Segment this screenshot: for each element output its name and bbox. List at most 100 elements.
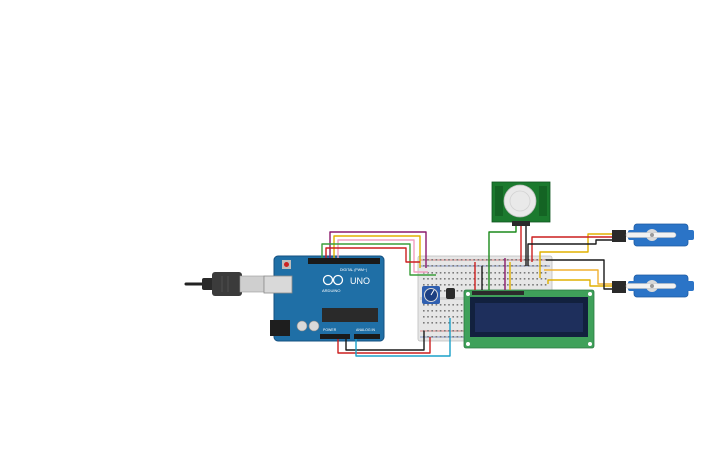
potentiometer[interactable] bbox=[422, 286, 440, 304]
breadboard-hole bbox=[460, 304, 463, 306]
wires bbox=[321, 226, 612, 357]
breadboard-hole bbox=[477, 272, 480, 274]
breadboard-hole bbox=[448, 278, 450, 280]
breadboard-hole bbox=[427, 272, 429, 274]
breadboard-hole bbox=[544, 272, 547, 274]
wire-red-2[interactable] bbox=[337, 337, 431, 354]
breadboard-hole bbox=[498, 284, 501, 286]
breadboard-hole bbox=[477, 284, 480, 286]
breadboard-hole bbox=[494, 284, 496, 286]
breadboard-hole bbox=[486, 259, 488, 261]
breadboard-hole bbox=[477, 278, 480, 280]
breadboard-hole bbox=[456, 265, 459, 267]
breadboard-hole bbox=[465, 265, 467, 267]
breadboard-hole bbox=[435, 316, 438, 318]
breadboard-hole bbox=[456, 304, 459, 306]
wire-purple[interactable] bbox=[329, 231, 427, 268]
digital-pin-header[interactable] bbox=[308, 258, 380, 264]
breadboard-hole bbox=[511, 272, 513, 274]
breadboard-hole bbox=[460, 322, 463, 324]
breadboard-hole bbox=[519, 284, 522, 286]
breadboard-hole bbox=[444, 304, 446, 306]
arduino-uno-board[interactable]: UNO ARDUINO DIGITAL (PWM~) POWER ANALOG … bbox=[263, 255, 385, 342]
breadboard-hole bbox=[460, 330, 463, 332]
breadboard-hole bbox=[448, 304, 450, 306]
breadboard-hole bbox=[435, 330, 438, 332]
wire-black-1[interactable] bbox=[345, 331, 425, 351]
wire-red-1[interactable] bbox=[325, 247, 420, 263]
wire-black-servo2[interactable] bbox=[546, 259, 612, 290]
breadboard-hole bbox=[435, 265, 438, 267]
wire-black-servo1[interactable] bbox=[527, 239, 612, 266]
breadboard-hole bbox=[465, 278, 467, 280]
breadboard-hole bbox=[431, 284, 433, 286]
breadboard-hole bbox=[528, 259, 530, 261]
power-pin-header[interactable] bbox=[320, 334, 350, 339]
breadboard-hole bbox=[439, 265, 442, 267]
breadboard-hole bbox=[515, 272, 517, 274]
breadboard-hole bbox=[494, 272, 496, 274]
breadboard-hole bbox=[540, 265, 543, 267]
breadboard-hole bbox=[469, 259, 471, 261]
wire-red-servo1[interactable] bbox=[531, 236, 612, 262]
breadboard-hole bbox=[519, 278, 522, 280]
wire-orange-servo2[interactable] bbox=[544, 269, 612, 285]
servo-motor-2[interactable] bbox=[612, 274, 694, 298]
breadboard-hole bbox=[498, 265, 501, 267]
breadboard-hole bbox=[532, 272, 534, 274]
breadboard-hole bbox=[523, 259, 526, 261]
breadboard-hole bbox=[427, 322, 429, 324]
breadboard-hole bbox=[528, 272, 530, 274]
breadboard-hole bbox=[460, 272, 463, 274]
breadboard-hole bbox=[431, 330, 433, 332]
breadboard-hole bbox=[502, 259, 505, 261]
breadboard-hole bbox=[448, 265, 450, 267]
wire-yellow[interactable] bbox=[333, 235, 421, 268]
breadboard-hole bbox=[536, 265, 538, 267]
breadboard-hole bbox=[456, 290, 459, 292]
breadboard-hole bbox=[486, 284, 488, 286]
breadboard-hole bbox=[423, 278, 425, 280]
breadboard-hole bbox=[515, 284, 517, 286]
usb-jack[interactable] bbox=[263, 275, 293, 294]
breadboard-hole bbox=[523, 265, 526, 267]
wire-green-1[interactable] bbox=[321, 243, 436, 276]
breadboard-hole bbox=[427, 336, 429, 338]
breadboard-hole bbox=[444, 259, 446, 261]
breadboard-hole bbox=[456, 278, 459, 280]
lcd-16x2-display[interactable] bbox=[463, 289, 595, 349]
wire-cyan[interactable] bbox=[355, 318, 451, 357]
breadboard-hole bbox=[460, 290, 463, 292]
analog-pin-header[interactable] bbox=[354, 334, 380, 339]
breadboard-hole bbox=[439, 284, 442, 286]
breadboard-hole bbox=[460, 259, 463, 261]
breadboard-hole bbox=[507, 259, 509, 261]
wire-yellow-servo1[interactable] bbox=[539, 233, 612, 278]
pir-sensor[interactable] bbox=[491, 181, 551, 226]
wire-green-pir[interactable] bbox=[488, 226, 517, 290]
breadboard-hole bbox=[532, 284, 534, 286]
breadboard-hole bbox=[423, 322, 425, 324]
breadboard-hole bbox=[439, 316, 442, 318]
breadboard-hole bbox=[452, 259, 454, 261]
breadboard-hole bbox=[456, 330, 459, 332]
breadboard-hole bbox=[452, 336, 454, 338]
breadboard-hole bbox=[427, 284, 429, 286]
wire-yellow-servo2[interactable] bbox=[547, 279, 612, 287]
breadboard-hole bbox=[435, 284, 438, 286]
usb-cable[interactable] bbox=[184, 272, 265, 296]
servo-motor-1[interactable] bbox=[612, 223, 694, 247]
breadboard-hole bbox=[452, 322, 454, 324]
breadboard-hole bbox=[473, 278, 475, 280]
breadboard-hole bbox=[540, 284, 543, 286]
breadboard-hole bbox=[444, 336, 446, 338]
power-jack[interactable] bbox=[270, 320, 290, 336]
breadboard-hole bbox=[448, 316, 450, 318]
breadboard-hole bbox=[469, 278, 471, 280]
breadboard-hole bbox=[532, 259, 534, 261]
breadboard-hole bbox=[469, 284, 471, 286]
breadboard-hole bbox=[490, 259, 492, 261]
wire-pink[interactable] bbox=[337, 239, 428, 273]
small-component[interactable] bbox=[446, 288, 455, 299]
